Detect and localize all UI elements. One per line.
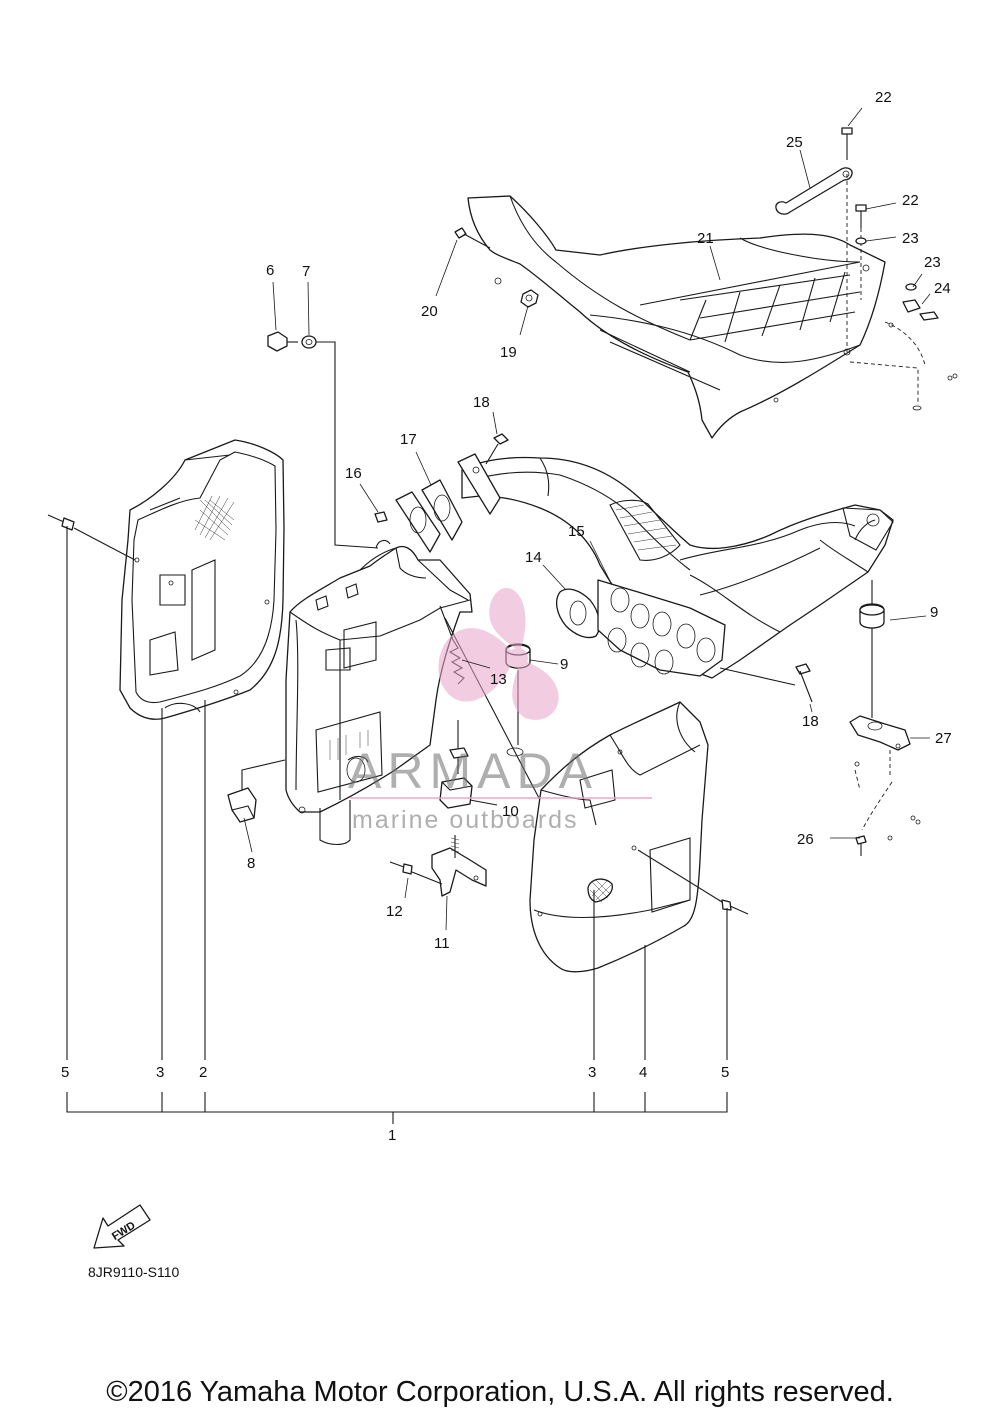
- callout-20: 20: [421, 303, 438, 320]
- muffler-part: [285, 539, 473, 846]
- callout-27: 27: [935, 730, 952, 747]
- callout-24: 24: [934, 280, 951, 297]
- callout-21: 21: [697, 230, 714, 247]
- callout-23: 23: [902, 230, 919, 247]
- callout-7: 7: [302, 263, 310, 280]
- bracket-part: [431, 847, 487, 897]
- nut-part: [902, 299, 939, 321]
- callout-18: 18: [473, 394, 490, 411]
- watermark-brand: ARMADA: [348, 743, 598, 799]
- callout-10: 10: [502, 803, 519, 820]
- watermark-tagline: marine outboards: [352, 806, 579, 834]
- callout-12: 12: [386, 903, 403, 920]
- callout-15: 15: [568, 523, 585, 540]
- callout-19: 19: [500, 344, 517, 361]
- bolt-part: [389, 861, 443, 885]
- callout-9: 9: [930, 604, 938, 621]
- bracket-part: [775, 167, 853, 215]
- clip-part: [721, 899, 749, 915]
- drain-plug-part: [267, 331, 298, 352]
- heat-shield-right-part: [529, 701, 709, 973]
- bolt-part: [855, 835, 867, 856]
- callout-22: 22: [902, 192, 919, 209]
- bolt-part: [841, 127, 867, 228]
- leader-lines: [66, 107, 931, 1124]
- callout-1: 1: [388, 1127, 396, 1144]
- callout-2: 2: [199, 1064, 207, 1081]
- callout-8: 8: [247, 855, 255, 872]
- exhaust-cover-part: [467, 195, 886, 439]
- copyright-text: ©2016 Yamaha Motor Corporation, U.S.A. A…: [106, 1376, 894, 1408]
- washer-part: [301, 335, 317, 349]
- callout-5: 5: [721, 1064, 729, 1081]
- exhaust-manifold-part: [461, 456, 894, 679]
- gasket-part: [555, 588, 601, 639]
- nut-part: [520, 289, 539, 308]
- callout-9: 9: [560, 656, 568, 673]
- callout-labels: 22 25 22 23 23 24 21 20 19 6 7 18 17 16 …: [61, 89, 952, 1144]
- fwd-arrow-icon: FWD: [93, 1204, 151, 1249]
- clip-part: [47, 514, 75, 531]
- callout-16: 16: [345, 465, 362, 482]
- nut-part: [449, 747, 469, 759]
- bolt-part: [795, 663, 813, 703]
- callout-17: 17: [400, 431, 417, 448]
- callout-6: 6: [266, 262, 274, 279]
- callout-3: 3: [588, 1064, 596, 1081]
- callout-3: 3: [156, 1064, 164, 1081]
- stud-bolt-part: [450, 835, 460, 858]
- gasket-part: [395, 453, 501, 553]
- manifold-flange-part: [597, 579, 726, 677]
- callout-4: 4: [639, 1064, 647, 1081]
- rubber-damper-part: [439, 777, 473, 809]
- bracket-part: [849, 715, 911, 751]
- callout-23: 23: [924, 254, 941, 271]
- bolt-part: [454, 227, 491, 249]
- callout-22: 22: [875, 89, 892, 106]
- heat-shield-left-part: [119, 439, 285, 720]
- callout-26: 26: [797, 831, 814, 848]
- callout-11: 11: [434, 935, 450, 952]
- bolt-part: [374, 433, 509, 523]
- callout-5: 5: [61, 1064, 69, 1081]
- armada-logo: [438, 587, 559, 720]
- callout-25: 25: [786, 134, 803, 151]
- diagram-code: 8JR9110-S110: [88, 1264, 180, 1280]
- callout-13: 13: [490, 671, 507, 688]
- rubber-damper-part: [859, 603, 885, 629]
- callout-14: 14: [525, 549, 542, 566]
- clip-part: [227, 787, 257, 823]
- callout-18: 18: [802, 713, 819, 730]
